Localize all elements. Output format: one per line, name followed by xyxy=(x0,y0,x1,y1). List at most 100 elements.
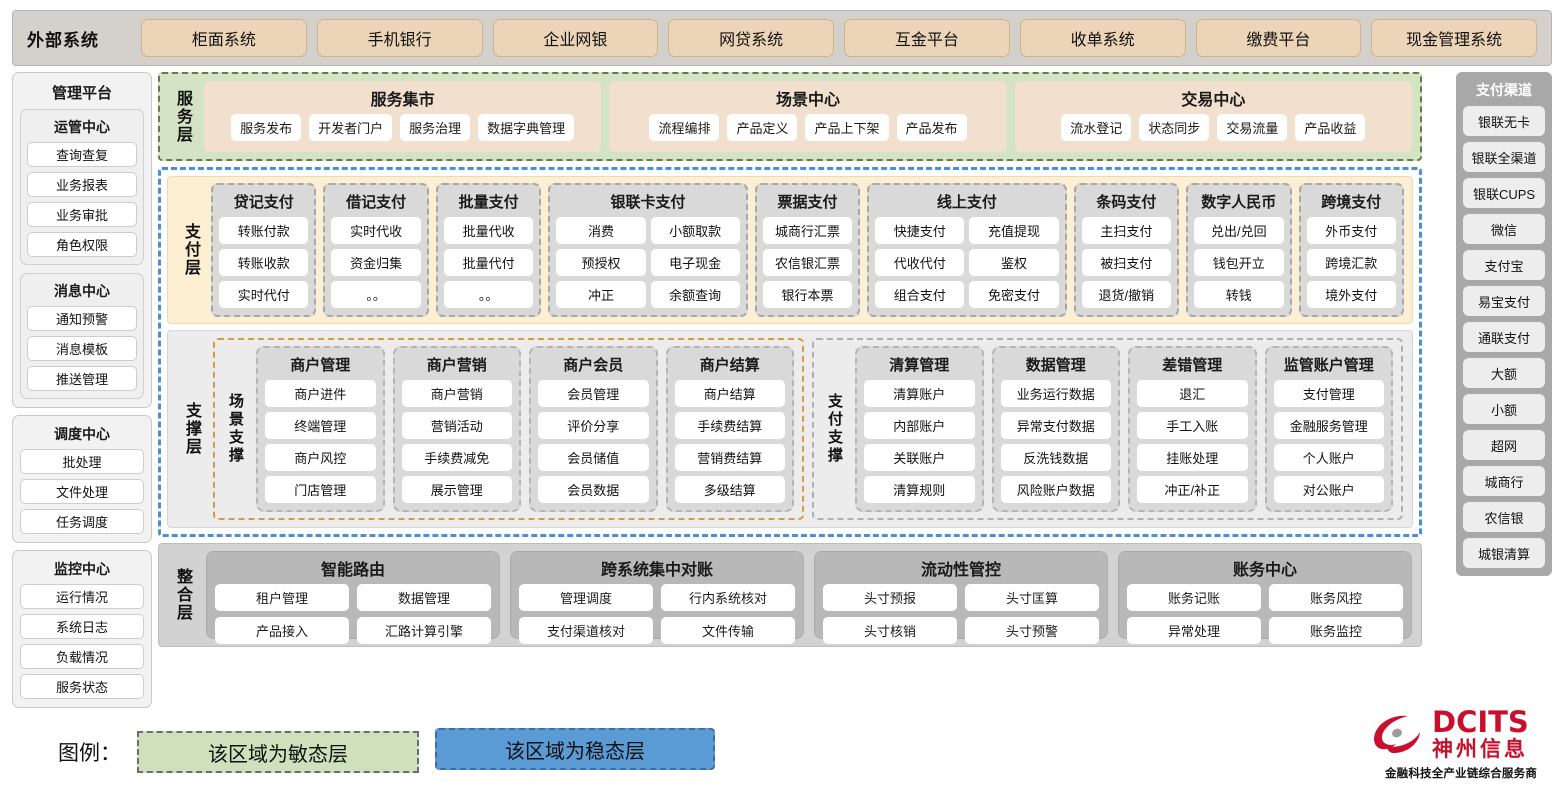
payment-item[interactable]: 资金归集 xyxy=(331,249,421,276)
payment-item[interactable]: 被扫支付 xyxy=(1081,249,1172,276)
payment-item[interactable]: 。。 xyxy=(331,281,421,308)
payment-item[interactable]: 钱包开立 xyxy=(1194,249,1284,276)
payment-channel-item[interactable]: 易宝支付 xyxy=(1463,286,1545,316)
support-item[interactable]: 商户结算 xyxy=(674,380,785,407)
payment-item[interactable]: 消费 xyxy=(556,217,646,244)
payment-channel-item[interactable]: 超网 xyxy=(1463,430,1545,460)
payment-item[interactable]: 转钱 xyxy=(1194,281,1284,308)
management-item[interactable]: 通知预警 xyxy=(27,306,137,331)
support-item[interactable]: 门店管理 xyxy=(265,476,376,503)
integration-item[interactable]: 行内系统核对 xyxy=(661,584,795,611)
external-system-chip[interactable]: 缴费平台 xyxy=(1195,19,1362,57)
payment-item[interactable]: 转账收款 xyxy=(219,249,309,276)
service-item[interactable]: 流程编排 xyxy=(649,114,720,141)
integration-item[interactable]: 管理调度 xyxy=(519,584,653,611)
management-item[interactable]: 查询查复 xyxy=(27,142,137,167)
external-system-chip[interactable]: 手机银行 xyxy=(316,19,483,57)
integration-item[interactable]: 头寸核销 xyxy=(823,617,957,644)
payment-item[interactable]: 银行本票 xyxy=(762,281,853,308)
support-item[interactable]: 金融服务管理 xyxy=(1273,412,1384,439)
support-item[interactable]: 风险账户数据 xyxy=(1000,476,1111,503)
integration-item[interactable]: 文件传输 xyxy=(661,617,795,644)
service-item[interactable]: 产品定义 xyxy=(727,114,798,141)
service-item[interactable]: 产品收益 xyxy=(1295,114,1366,141)
support-item[interactable]: 评价分享 xyxy=(538,412,649,439)
integration-item[interactable]: 账务风控 xyxy=(1269,584,1403,611)
management-item[interactable]: 文件处理 xyxy=(20,479,144,504)
integration-item[interactable]: 头寸预报 xyxy=(823,584,957,611)
service-item[interactable]: 状态同步 xyxy=(1139,114,1210,141)
payment-item[interactable]: 预授权 xyxy=(556,249,646,276)
payment-item[interactable]: 鉴权 xyxy=(969,249,1059,276)
external-system-chip[interactable]: 企业网银 xyxy=(492,19,659,57)
external-system-chip[interactable]: 网贷系统 xyxy=(668,19,834,57)
support-item[interactable]: 清算规则 xyxy=(864,476,975,503)
payment-item[interactable]: 余额查询 xyxy=(650,281,740,308)
service-item[interactable]: 服务发布 xyxy=(231,114,302,141)
payment-item[interactable]: 电子现金 xyxy=(650,249,740,276)
service-item[interactable]: 开发者门户 xyxy=(309,114,393,141)
management-item[interactable]: 消息模板 xyxy=(27,336,137,361)
integration-item[interactable]: 产品接入 xyxy=(215,617,349,644)
payment-item[interactable]: 跨境汇款 xyxy=(1306,249,1396,276)
service-item[interactable]: 流水登记 xyxy=(1061,114,1132,141)
support-item[interactable]: 异常支付数据 xyxy=(1000,412,1111,439)
support-item[interactable]: 营销费结算 xyxy=(674,444,785,471)
management-item[interactable]: 系统日志 xyxy=(20,614,144,639)
payment-channel-item[interactable]: 银联无卡 xyxy=(1463,106,1545,136)
support-item[interactable]: 个人账户 xyxy=(1273,444,1384,471)
payment-item[interactable]: 退货/撤销 xyxy=(1081,281,1172,308)
payment-item[interactable]: 充值提现 xyxy=(969,217,1059,244)
support-item[interactable]: 支付管理 xyxy=(1273,380,1384,407)
management-item[interactable]: 业务审批 xyxy=(27,202,137,227)
management-item[interactable]: 角色权限 xyxy=(27,232,137,257)
support-item[interactable]: 手工入账 xyxy=(1137,412,1248,439)
management-item[interactable]: 运行情况 xyxy=(20,584,144,609)
support-item[interactable]: 清算账户 xyxy=(864,380,975,407)
management-item[interactable]: 服务状态 xyxy=(20,674,144,699)
support-item[interactable]: 终端管理 xyxy=(265,412,376,439)
management-item[interactable]: 业务报表 xyxy=(27,172,137,197)
support-item[interactable]: 商户营销 xyxy=(401,380,512,407)
support-item[interactable]: 退汇 xyxy=(1137,380,1248,407)
support-item[interactable]: 业务运行数据 xyxy=(1000,380,1111,407)
integration-item[interactable]: 异常处理 xyxy=(1127,617,1261,644)
management-item[interactable]: 负载情况 xyxy=(20,644,144,669)
external-system-chip[interactable]: 互金平台 xyxy=(844,19,1010,57)
payment-item[interactable]: 主扫支付 xyxy=(1081,217,1172,244)
service-item[interactable]: 服务治理 xyxy=(400,114,471,141)
support-item[interactable]: 反洗钱数据 xyxy=(1000,444,1111,471)
payment-channel-item[interactable]: 城银清算 xyxy=(1463,538,1545,568)
payment-item[interactable]: 批量代付 xyxy=(443,249,534,276)
payment-item[interactable]: 组合支付 xyxy=(875,281,965,308)
payment-item[interactable]: 农信银汇票 xyxy=(762,249,853,276)
payment-item[interactable]: 实时代收 xyxy=(331,217,421,244)
integration-item[interactable]: 头寸匡算 xyxy=(965,584,1099,611)
support-item[interactable]: 关联账户 xyxy=(864,444,975,471)
payment-item[interactable]: 兑出/兑回 xyxy=(1194,217,1284,244)
support-item[interactable]: 冲正/补正 xyxy=(1137,476,1248,503)
service-item[interactable]: 产品发布 xyxy=(896,114,967,141)
payment-channel-item[interactable]: 通联支付 xyxy=(1463,322,1545,352)
integration-item[interactable]: 汇路计算引擎 xyxy=(357,617,491,644)
payment-channel-item[interactable]: 微信 xyxy=(1463,214,1545,244)
integration-item[interactable]: 账务监控 xyxy=(1269,617,1403,644)
payment-item[interactable]: 境外支付 xyxy=(1306,281,1396,308)
payment-item[interactable]: 。。 xyxy=(443,281,534,308)
support-item[interactable]: 对公账户 xyxy=(1273,476,1384,503)
payment-item[interactable]: 实时代付 xyxy=(219,281,309,308)
support-item[interactable]: 多级结算 xyxy=(674,476,785,503)
support-item[interactable]: 内部账户 xyxy=(864,412,975,439)
support-item[interactable]: 手续费减免 xyxy=(401,444,512,471)
payment-channel-item[interactable]: 大额 xyxy=(1463,358,1545,388)
external-system-chip[interactable]: 收单系统 xyxy=(1019,19,1186,57)
support-item[interactable]: 会员管理 xyxy=(538,380,649,407)
payment-channel-item[interactable]: 支付宝 xyxy=(1463,250,1545,280)
payment-channel-item[interactable]: 城商行 xyxy=(1463,466,1545,496)
payment-item[interactable]: 外币支付 xyxy=(1306,217,1396,244)
payment-channel-item[interactable]: 银联全渠道 xyxy=(1463,142,1545,172)
payment-item[interactable]: 转账付款 xyxy=(219,217,309,244)
payment-item[interactable]: 代收代付 xyxy=(875,249,965,276)
payment-item[interactable]: 批量代收 xyxy=(443,217,534,244)
support-item[interactable]: 营销活动 xyxy=(401,412,512,439)
